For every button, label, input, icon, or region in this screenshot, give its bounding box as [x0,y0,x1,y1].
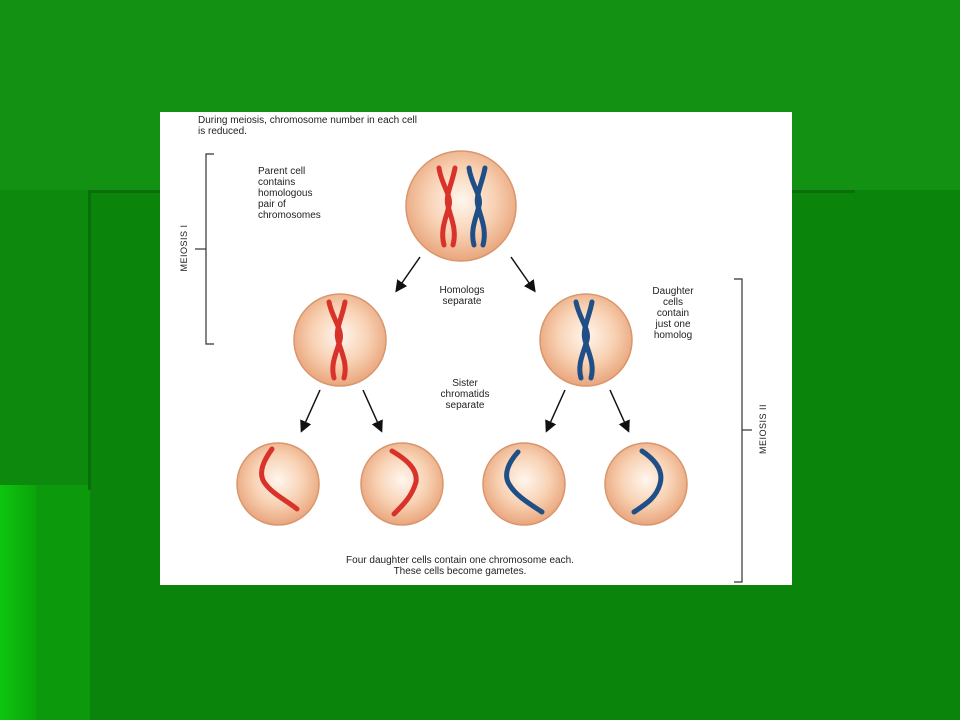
arrow-to-left-cell [395,256,421,293]
intro-caption: During meiosis, chromosome number in eac… [198,115,417,137]
gamete-cell-3 [482,442,566,526]
homologs-separate-label: Homologs separate [439,285,485,307]
meiosis-1-label: MEIOSIS I [179,224,189,272]
daughter-cells-label: Daughter cells contain just one homolog [652,286,694,341]
conclusion-caption: Four daughter cells contain one chromoso… [346,555,574,577]
arrow-to-right-cell [510,256,536,293]
daughter-cell-right [539,293,633,387]
arrow-left-to-cell-2 [362,389,383,433]
arrow-right-to-cell-3 [545,389,566,433]
arrow-right-to-cell-4 [609,389,630,433]
background-mid-block [36,485,90,720]
meiosis-diagram-panel: During meiosis, chromosome number in eac… [160,112,792,585]
parent-cell [405,150,517,262]
parent-cell-label: Parent cell contains homologous pair of … [258,166,321,221]
gamete-cell-1 [236,442,320,526]
meiosis-2-label: MEIOSIS II [758,404,768,455]
meiosis-1-bracket [205,153,214,345]
sister-chromatids-label: Sister chromatids separate [440,378,490,411]
gamete-cell-4 [604,442,688,526]
meiosis-2-bracket [734,278,743,583]
arrow-left-to-cell-1 [300,389,321,433]
background-left-strip [0,485,36,720]
meiosis-diagram-svg [195,150,752,583]
gamete-cell-2 [360,442,444,526]
maternal-chromosome-pair [436,165,458,248]
paternal-chromosome-pair [466,165,488,248]
background-divider-vertical [88,190,91,490]
daughter-cell-left [293,293,387,387]
